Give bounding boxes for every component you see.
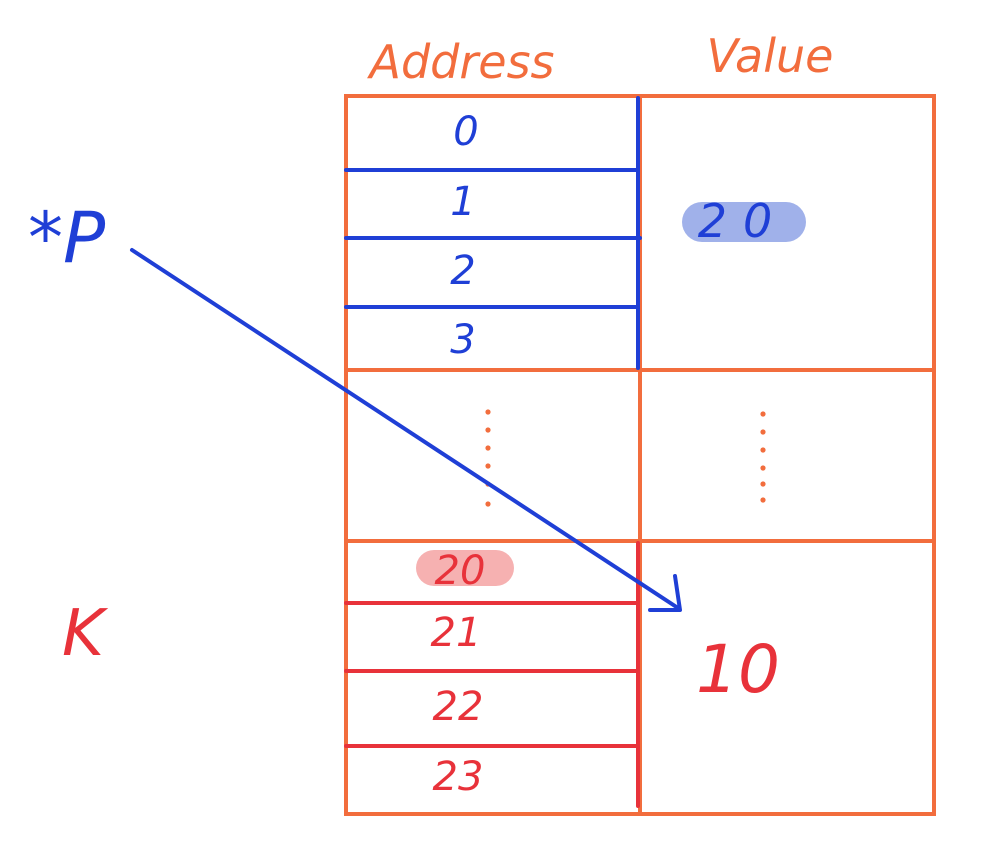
address-cell: 20	[435, 548, 486, 594]
pointer-block-lines	[344, 96, 642, 370]
arrow-head-icon	[648, 574, 682, 612]
address-cell: 1	[450, 179, 475, 225]
pointer-value-highlight	[682, 202, 806, 242]
target-value: 10	[696, 631, 780, 708]
address-ellipsis	[485, 409, 491, 507]
pointer-value: 20	[698, 194, 789, 248]
target-variable: K	[62, 597, 109, 671]
address-cell: 0	[453, 109, 478, 155]
target-address-highlight	[416, 550, 514, 586]
pointer-arrow	[130, 248, 682, 612]
address-header: Address	[366, 35, 554, 89]
address-cell: 2	[450, 248, 475, 294]
address-cell: 22	[433, 684, 484, 730]
value-header: Value	[707, 29, 834, 83]
address-cell: 21	[431, 610, 482, 656]
address-cell: 23	[433, 754, 484, 800]
pointer-variable: *P	[28, 197, 106, 279]
target-block-lines	[344, 541, 640, 808]
address-cell: 3	[450, 317, 475, 363]
value-ellipsis	[760, 411, 766, 503]
